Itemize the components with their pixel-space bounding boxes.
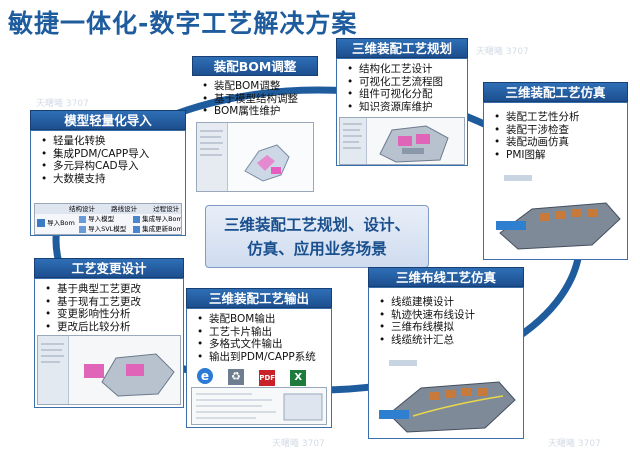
list-item: 结构化工艺设计 bbox=[347, 63, 467, 76]
file-format-icons: e ♻ PDF X bbox=[197, 365, 307, 386]
integrated-import-bom-button[interactable]: 集成导入Bom bbox=[142, 215, 182, 223]
list-item: 基于现有工艺更改 bbox=[45, 296, 183, 309]
watermark: 天曙曦 3707 bbox=[476, 47, 529, 57]
feature-list: 线缆建模设计 轨迹快速布线设计 三维布线模拟 线缆统计汇总 bbox=[369, 288, 523, 346]
list-item: BOM属性维护 bbox=[202, 105, 318, 118]
list-item: 输出到PDM/CAPP系统 bbox=[197, 351, 331, 364]
list-item: 集成PDM/CAPP导入 bbox=[41, 148, 185, 161]
panel-title: 模型轻量化导入 bbox=[30, 110, 186, 130]
list-item: 轨迹快速布线设计 bbox=[379, 309, 523, 322]
list-item: 多元异构CAD导入 bbox=[41, 160, 185, 173]
model-icon bbox=[79, 225, 86, 233]
center-line-1: 三维装配工艺规划、设计、 bbox=[223, 216, 410, 234]
list-item: 轻量化转换 bbox=[41, 135, 185, 148]
feature-list: 结构化工艺设计 可视化工艺流程图 组件可视化分配 知识资源库维护 bbox=[337, 59, 467, 113]
page-title: 敏捷一体化-数字工艺解决方案 bbox=[8, 9, 358, 38]
panel-process-output: 三维装配工艺输出 装配BOM输出 工艺卡片输出 多格式文件输出 输出到PDM/C… bbox=[186, 288, 332, 428]
e-icon: e bbox=[197, 368, 213, 384]
output-screenshot bbox=[191, 387, 327, 425]
list-item: 装配BOM输出 bbox=[197, 313, 331, 326]
list-item: 线缆统计汇总 bbox=[379, 334, 523, 347]
list-item: 装配干涉检查 bbox=[494, 124, 627, 137]
list-item: 工艺卡片输出 bbox=[197, 326, 331, 339]
list-item: PMI图解 bbox=[494, 149, 627, 162]
feature-list: 装配BOM调整 基于模型结构调整 BOM属性维护 bbox=[192, 76, 318, 118]
panel-lightweight-import: 模型轻量化导入 轻量化转换 集成PDM/CAPP导入 多元异构CAD导入 大数模… bbox=[30, 110, 186, 236]
panel-bom-adjust: 装配BOM调整 装配BOM调整 基于模型结构调整 BOM属性维护 bbox=[192, 56, 318, 194]
tab-structure[interactable]: 结构设计 bbox=[69, 205, 95, 213]
pdf-icon: PDF bbox=[259, 370, 276, 386]
list-item: 基于典型工艺更改 bbox=[45, 283, 183, 296]
list-item: 组件可视化分配 bbox=[347, 88, 467, 101]
list-item: 装配动画仿真 bbox=[494, 136, 627, 149]
bom-icon bbox=[133, 215, 140, 223]
excel-icon: X bbox=[290, 370, 307, 386]
change-screenshot bbox=[37, 335, 181, 405]
list-item: 知识资源库维护 bbox=[347, 101, 467, 114]
model-icon bbox=[79, 215, 86, 223]
import-model-button[interactable]: 导入模型 bbox=[88, 215, 115, 223]
panel-title: 三维装配工艺输出 bbox=[186, 288, 332, 308]
tab-process[interactable]: 过程设计 bbox=[153, 205, 180, 213]
center-box: 三维装配工艺规划、设计、 仿真、应用业务场景 bbox=[205, 205, 429, 268]
import-toolbar: 结构设计 路线设计 过程设计 导入Bom 导入模型 导入SVL模型 集成导入Bo… bbox=[34, 203, 182, 235]
panel-title: 三维布线工艺仿真 bbox=[368, 267, 524, 287]
feature-list: 基于典型工艺更改 基于现有工艺更改 变更影响性分析 更改后比较分析 bbox=[35, 279, 183, 333]
watermark: 天曙曦 3707 bbox=[548, 439, 601, 449]
list-item: 三维布线模拟 bbox=[379, 321, 523, 334]
watermark: 天曙曦 3707 bbox=[272, 439, 325, 449]
panel-change-design: 工艺变更设计 基于典型工艺更改 基于现有工艺更改 变更影响性分析 更改后比较分析 bbox=[34, 258, 184, 408]
list-item: 可视化工艺流程图 bbox=[347, 76, 467, 89]
panel-title: 装配BOM调整 bbox=[192, 56, 318, 76]
list-item: 装配工艺性分析 bbox=[494, 111, 627, 124]
list-item: 基于模型结构调整 bbox=[202, 93, 318, 106]
panel-process-planning: 三维装配工艺规划 结构化工艺设计 可视化工艺流程图 组件可视化分配 知识资源库维… bbox=[336, 38, 468, 166]
list-item: 线缆建模设计 bbox=[379, 296, 523, 309]
panel-title: 工艺变更设计 bbox=[34, 258, 184, 278]
planning-screenshot bbox=[339, 117, 465, 165]
panel-process-simulation: 三维装配工艺仿真 装配工艺性分析 装配干涉检查 装配动画仿真 PMI图解 bbox=[483, 82, 628, 260]
recycle-icon: ♻ bbox=[228, 369, 245, 385]
import-icon bbox=[37, 219, 45, 227]
list-item: 更改后比较分析 bbox=[45, 321, 183, 334]
wiring-screenshot bbox=[373, 356, 519, 438]
center-line-2: 仿真、应用业务场景 bbox=[247, 240, 387, 258]
bom-screenshot bbox=[196, 122, 314, 192]
feature-list: 轻量化转换 集成PDM/CAPP导入 多元异构CAD导入 大数模支持 bbox=[31, 131, 185, 185]
panel-title: 三维装配工艺仿真 bbox=[483, 82, 628, 102]
integrated-update-bom-button[interactable]: 集成更新Bom bbox=[142, 225, 182, 233]
list-item: 多格式文件输出 bbox=[197, 338, 331, 351]
list-item: 大数模支持 bbox=[41, 173, 185, 186]
feature-list: 装配BOM输出 工艺卡片输出 多格式文件输出 输出到PDM/CAPP系统 bbox=[187, 309, 331, 363]
panel-title: 三维装配工艺规划 bbox=[336, 38, 468, 58]
import-svl-button[interactable]: 导入SVL模型 bbox=[88, 225, 127, 233]
tab-route[interactable]: 路线设计 bbox=[111, 205, 138, 213]
panel-wiring-simulation: 三维布线工艺仿真 线缆建模设计 轨迹快速布线设计 三维布线模拟 线缆统计汇总 bbox=[368, 267, 524, 439]
list-item: 装配BOM调整 bbox=[202, 80, 318, 93]
simulation-screenshot bbox=[488, 173, 624, 257]
watermark: 天曙曦 3707 bbox=[36, 99, 89, 109]
import-bom-button[interactable]: 导入Bom bbox=[47, 219, 75, 227]
bom-icon bbox=[133, 225, 140, 233]
list-item: 变更影响性分析 bbox=[45, 308, 183, 321]
feature-list: 装配工艺性分析 装配干涉检查 装配动画仿真 PMI图解 bbox=[484, 103, 627, 161]
